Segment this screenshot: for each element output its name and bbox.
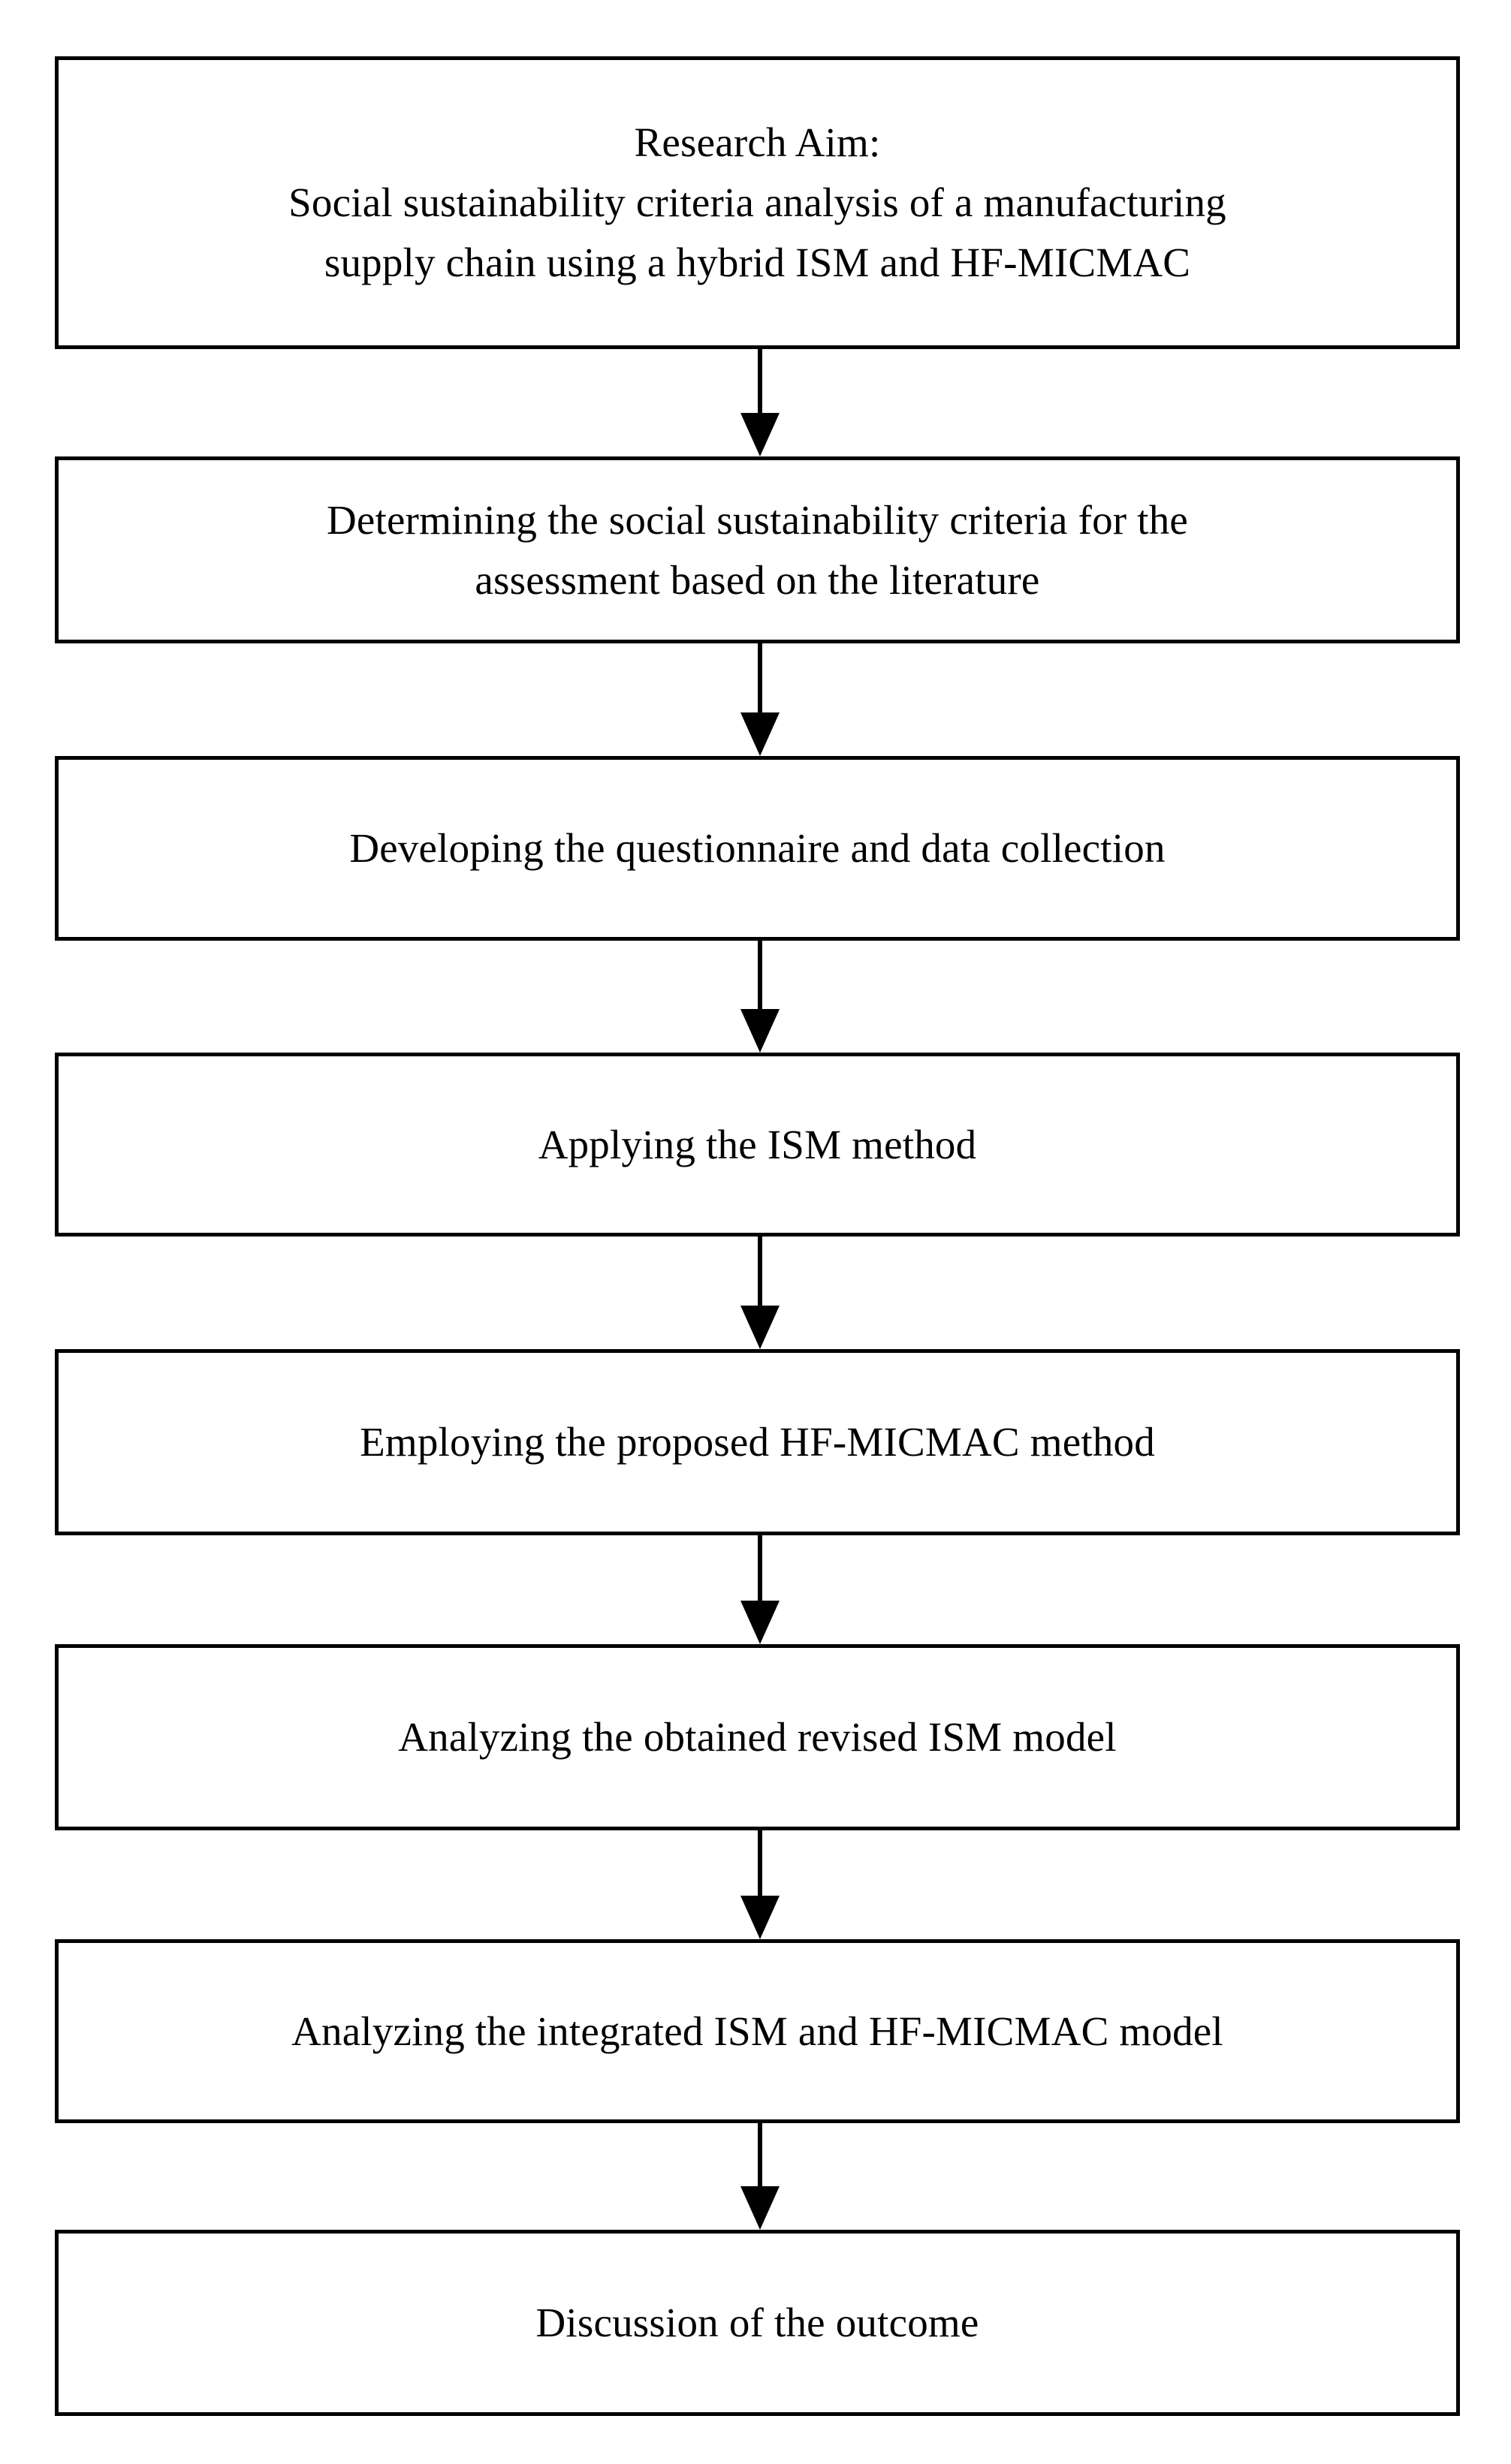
connector-line-4	[758, 1237, 762, 1306]
down-arrow-icon	[740, 1896, 780, 1939]
connector-line-7	[758, 2123, 762, 2188]
flowchart-node-label: Discussion of the outcome	[535, 2300, 979, 2346]
flowchart-node-determining-criteria[interactable]: Determining the social sustainability cr…	[55, 456, 1460, 643]
flowchart-node-employing-hf-micmac[interactable]: Employing the proposed HF-MICMAC method	[55, 1349, 1460, 1535]
down-arrow-icon	[740, 413, 780, 456]
flowchart-node-analyzing-integrated-model[interactable]: Analyzing the integrated ISM and HF-MICM…	[55, 1939, 1460, 2123]
down-arrow-icon	[740, 712, 780, 756]
down-arrow-icon	[740, 2186, 780, 2230]
flowchart-node-analyzing-revised-ism[interactable]: Analyzing the obtained revised ISM model	[55, 1644, 1460, 1830]
flowchart-node-applying-ism[interactable]: Applying the ISM method	[55, 1053, 1460, 1237]
connector-line-5	[758, 1535, 762, 1601]
connector-line-6	[758, 1830, 762, 1896]
flowchart-node-label: Applying the ISM method	[538, 1121, 977, 1167]
down-arrow-icon	[740, 1601, 780, 1644]
down-arrow-icon	[740, 1009, 780, 1053]
flowchart-node-research-aim[interactable]: Research Aim: Social sustainability crit…	[55, 56, 1460, 349]
flowchart-node-label: Employing the proposed HF-MICMAC method	[360, 1419, 1155, 1465]
flowchart-node-label: Determining the social sustainability cr…	[326, 496, 1189, 603]
flowchart-node-discussion-outcome[interactable]: Discussion of the outcome	[55, 2230, 1460, 2416]
connector-line-3	[758, 941, 762, 1010]
down-arrow-icon	[740, 1306, 780, 1349]
flowchart-node-label: Research Aim: Social sustainability crit…	[288, 119, 1226, 285]
connector-line-1	[758, 349, 762, 417]
connector-line-2	[758, 643, 762, 712]
flowchart-node-label: Analyzing the obtained revised ISM model	[398, 1714, 1117, 1761]
flowchart-node-developing-questionnaire[interactable]: Developing the questionnaire and data co…	[55, 756, 1460, 941]
flowchart-node-label: Developing the questionnaire and data co…	[349, 825, 1166, 872]
flowchart-node-label: Analyzing the integrated ISM and HF-MICM…	[291, 2008, 1223, 2054]
